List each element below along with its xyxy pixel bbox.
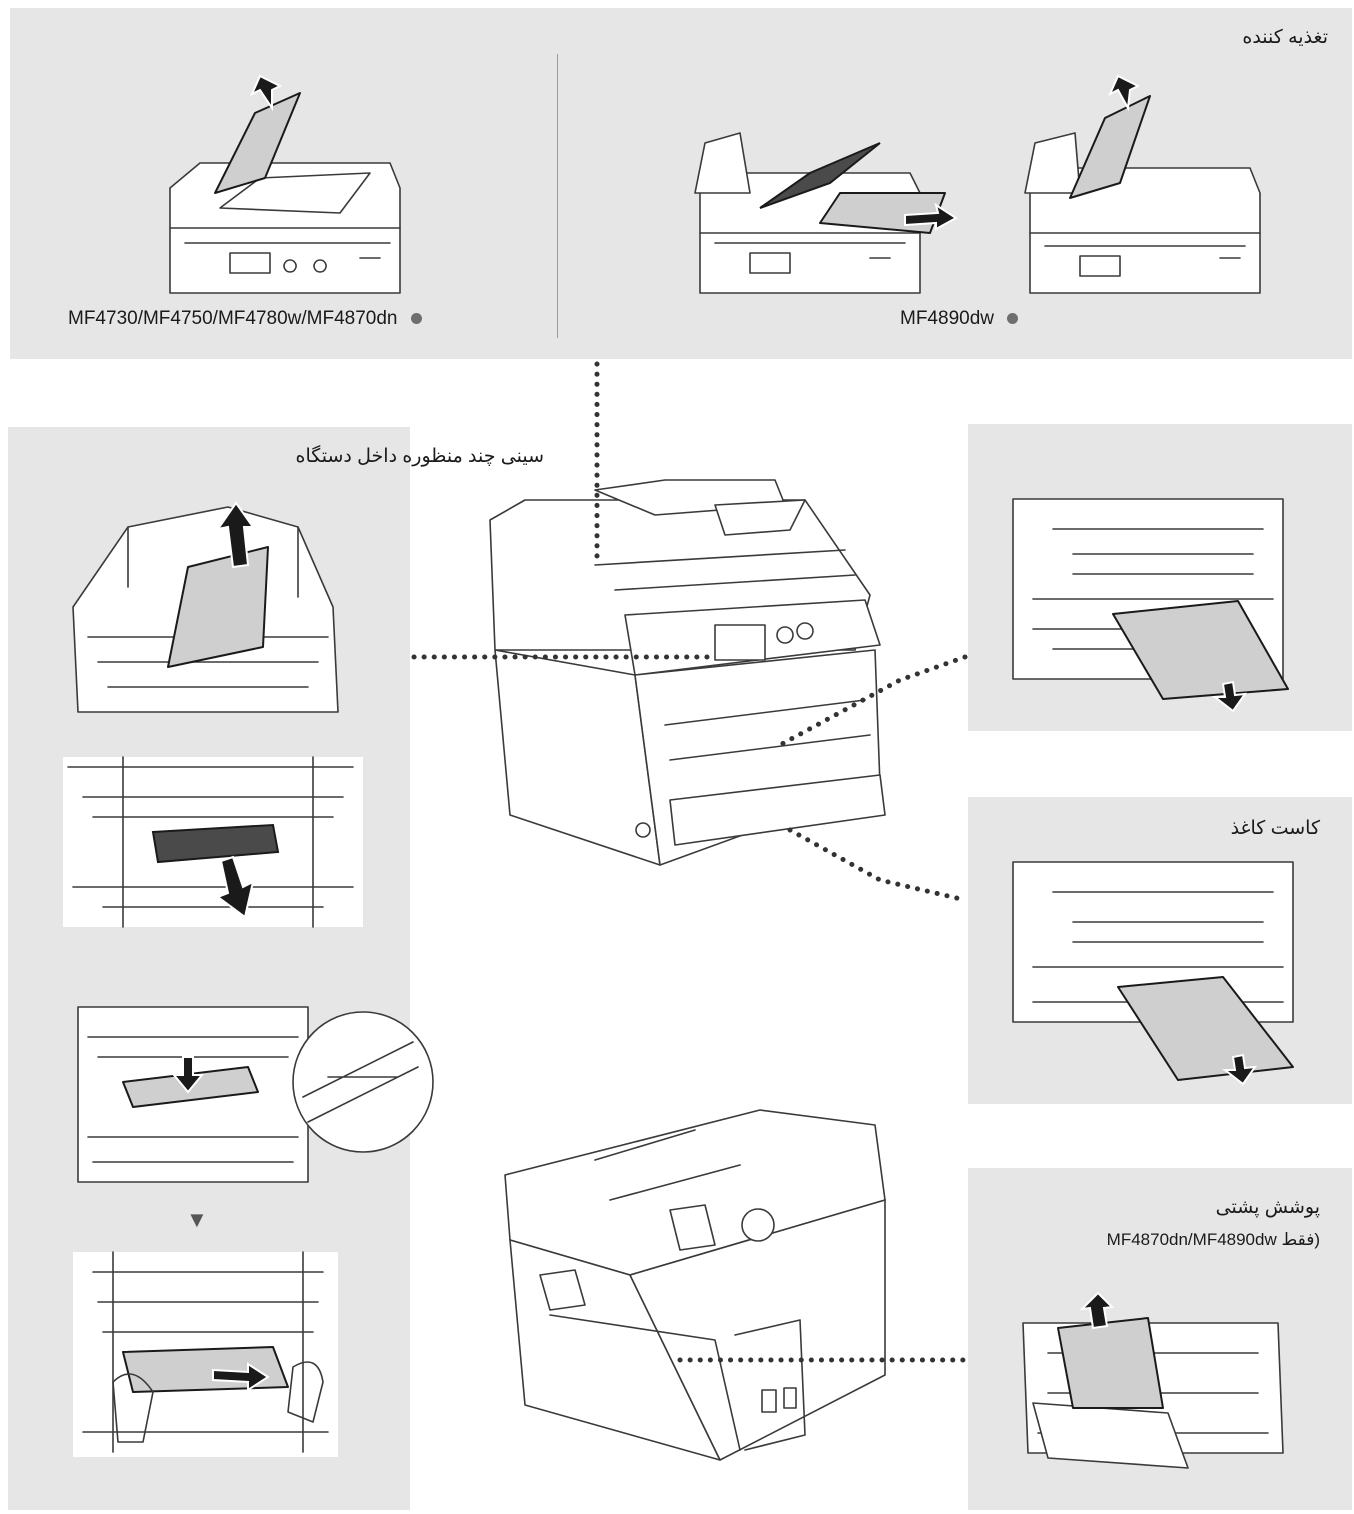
inner-tray-panel: ▼ سینی چند منظوره داخل دستگاه [8,427,544,1510]
rear-cover-panel: پوشش پشتی (فقط MF4870dn/MF4890dw [968,1168,1352,1510]
bullet-dot [410,313,422,325]
feeder-divider [557,54,558,338]
bullet-dot [1007,313,1019,325]
inner-tray-step-4 [73,1251,338,1457]
paper-cassette-illustration [1012,861,1294,1086]
models-right-text: MF4890dw [900,308,994,329]
paper-cassette-panel: کاست کاغذ [968,797,1352,1104]
step-down-arrow: ▼ [186,1207,208,1232]
feeder-title: تغذیه کننده [1242,27,1328,48]
feeder-panel: تغذیه کننده MF4730/MF4750/MF4780w/MF4870… [10,8,1352,359]
printer-front-illustration [489,479,886,866]
models-left-text: MF4730/MF4750/MF4780w/MF4870dn [68,308,398,329]
feeder-models-right: MF4890dw [900,308,1019,330]
rear-cover-note: (فقط MF4870dn/MF4890dw [1106,1230,1320,1249]
leader-output [777,654,968,748]
rear-cover-illustration [1022,1291,1284,1469]
output-illustration [1012,498,1289,713]
paper-cassette-title: کاست کاغذ [1230,818,1320,839]
leader-cassette [787,827,968,903]
inner-tray-title: سینی چند منظوره داخل دستگاه [295,446,544,467]
inner-tray-step-1 [72,501,339,713]
rear-cover-title: پوشش پشتی [1215,1197,1320,1218]
printer-back-illustration [504,1109,886,1461]
output-panel [968,424,1352,731]
inner-tray-step-2 [63,756,363,928]
feeder-models-left: MF4730/MF4750/MF4780w/MF4870dn [68,308,422,330]
feeder-illustration-left [169,74,401,294]
inner-tray-step-3 [77,1006,434,1183]
feeder-illustration-middle [694,132,958,294]
feeder-illustration-right [1024,74,1261,294]
